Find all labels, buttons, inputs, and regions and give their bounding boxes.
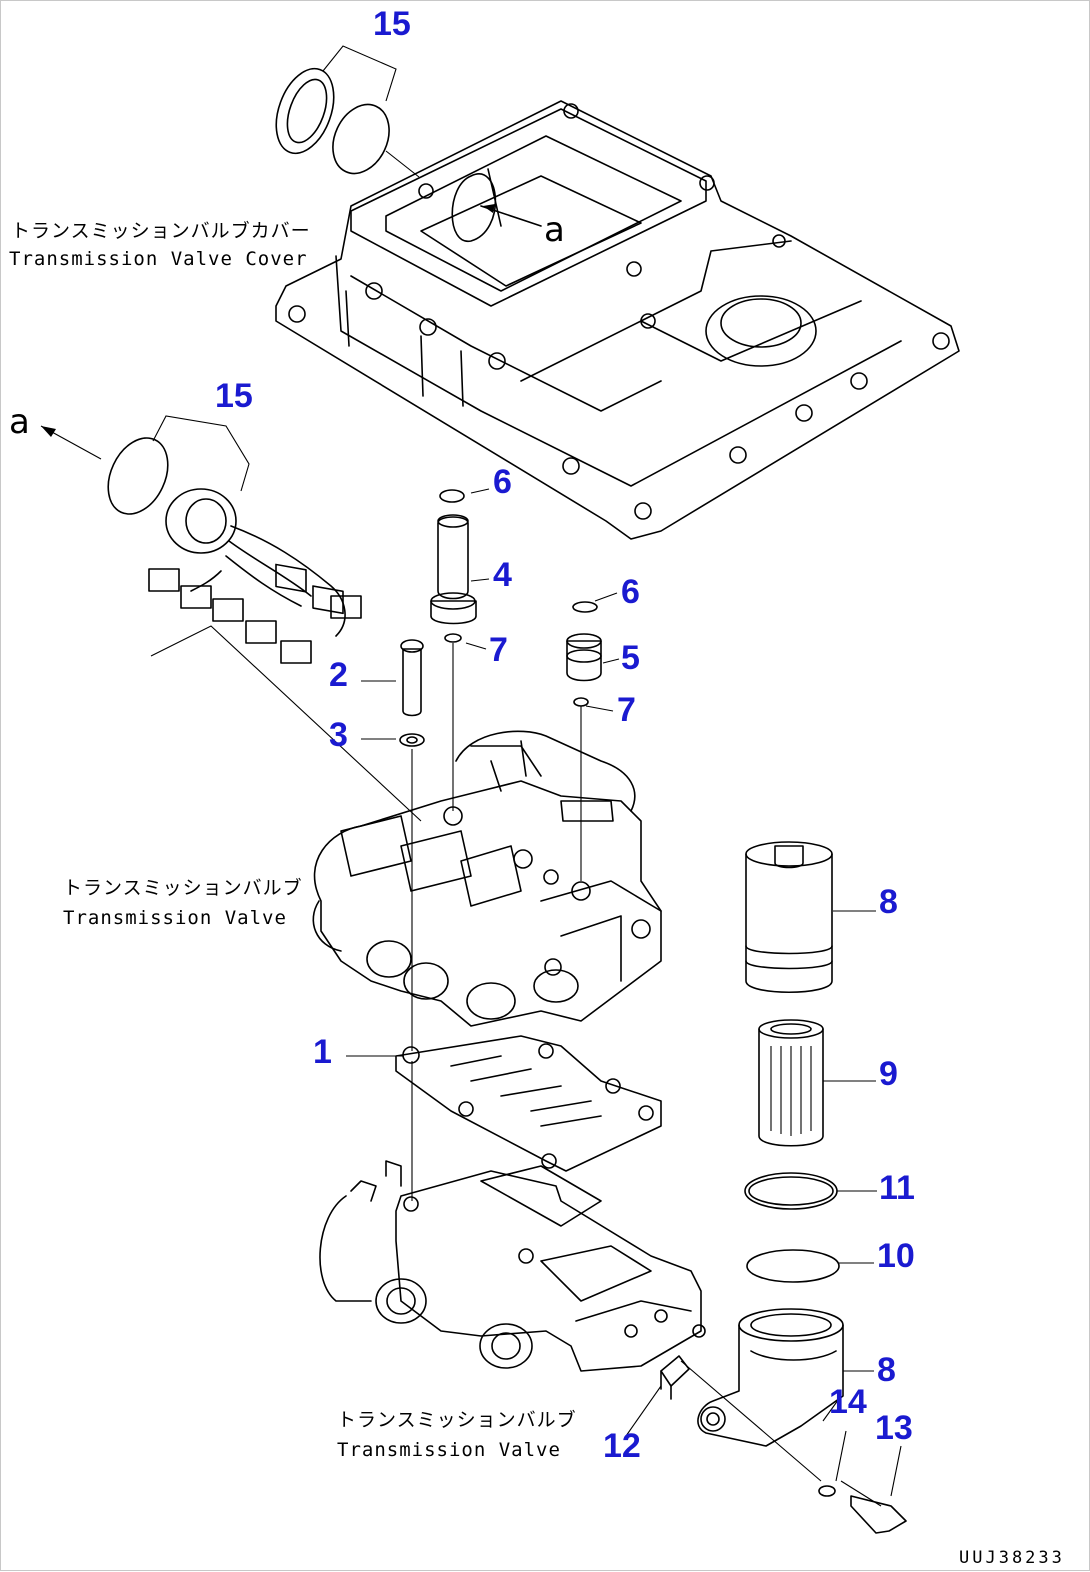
small-parts-drawing xyxy=(399,489,602,1201)
callout-14: 14 xyxy=(829,1383,867,1421)
callout-2: 2 xyxy=(329,656,348,694)
callout-8-lower: 8 xyxy=(877,1351,896,1389)
cover-caption-en: Transmission Valve Cover xyxy=(9,248,308,270)
callout-8-upper: 8 xyxy=(879,883,898,921)
view-mark-a-top: a xyxy=(544,210,565,250)
valve-caption-jp: トランスミッションバルブ xyxy=(63,876,303,899)
cover-caption-jp: トランスミッションバルブカバー xyxy=(11,219,311,242)
callout-12: 12 xyxy=(603,1427,641,1465)
callout-7-lower: 7 xyxy=(617,691,636,729)
valve-cover-drawing xyxy=(275,100,960,540)
callout-1: 1 xyxy=(313,1033,332,1071)
valve2-caption-jp: トランスミッションバルブ xyxy=(337,1408,577,1431)
filter-assembly-drawing xyxy=(660,841,907,1534)
callout-3: 3 xyxy=(329,716,348,754)
gasket-1-drawing xyxy=(395,1035,662,1172)
valve-caption-en: Transmission Valve xyxy=(63,907,287,929)
seal-15-top-drawing xyxy=(275,45,420,178)
callout-11: 11 xyxy=(879,1169,915,1207)
callout-5: 5 xyxy=(621,639,640,677)
callout-15-top: 15 xyxy=(373,5,411,43)
callout-13: 13 xyxy=(875,1409,913,1447)
leader-lines xyxy=(346,488,902,1497)
drawing-code: UUJ38233 xyxy=(959,1548,1065,1568)
transmission-valve-lower-drawing xyxy=(319,1160,706,1372)
view-mark-a-left: a xyxy=(9,402,30,442)
callout-10: 10 xyxy=(877,1237,915,1275)
callout-9: 9 xyxy=(879,1055,898,1093)
valve2-caption-en: Transmission Valve xyxy=(337,1439,561,1461)
callout-4: 4 xyxy=(493,556,512,594)
seal-15-left-drawing xyxy=(40,415,250,515)
transmission-valve-drawing xyxy=(312,730,662,1027)
callout-7-upper: 7 xyxy=(489,631,508,669)
callout-6-lower: 6 xyxy=(621,573,640,611)
wiring-harness-drawing xyxy=(148,488,422,822)
callout-6-upper: 6 xyxy=(493,463,512,501)
callout-15-left: 15 xyxy=(215,377,253,415)
